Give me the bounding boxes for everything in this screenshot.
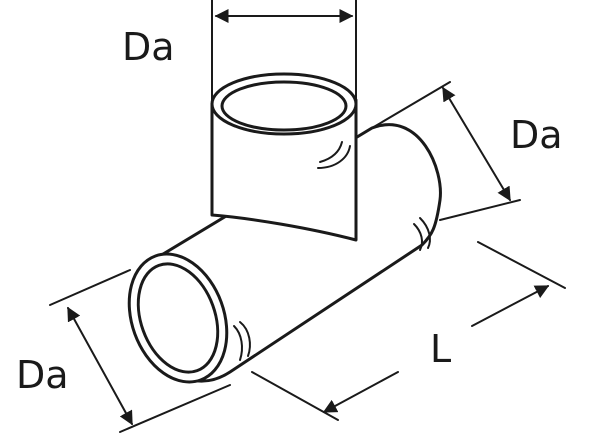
branch-top-opening-outer xyxy=(210,72,358,136)
left-extension-bottom xyxy=(119,384,231,433)
length-extension-right xyxy=(477,241,566,289)
branch-highlight-mark xyxy=(317,141,351,169)
left-dimension-line xyxy=(67,306,133,426)
branch-top-opening-inner xyxy=(220,80,348,132)
length-dimension-left-segment xyxy=(322,371,399,413)
left-extension-top xyxy=(49,269,131,306)
right-extension-bottom xyxy=(439,199,521,221)
length-dimension-right-segment xyxy=(471,285,550,327)
right-extension-top xyxy=(371,81,451,129)
right-diameter-label: Da xyxy=(510,113,563,157)
right-dimension-line xyxy=(442,86,511,202)
left-end-highlight-mark xyxy=(233,321,251,361)
branch-pipe-body xyxy=(210,98,358,242)
left-opening-inner xyxy=(136,262,220,374)
length-label: L xyxy=(430,327,451,371)
right-end-highlight-mark xyxy=(413,217,431,251)
length-extension-left xyxy=(251,371,339,421)
top-diameter-label: Da xyxy=(122,25,175,69)
left-diameter-label: Da xyxy=(16,353,69,397)
